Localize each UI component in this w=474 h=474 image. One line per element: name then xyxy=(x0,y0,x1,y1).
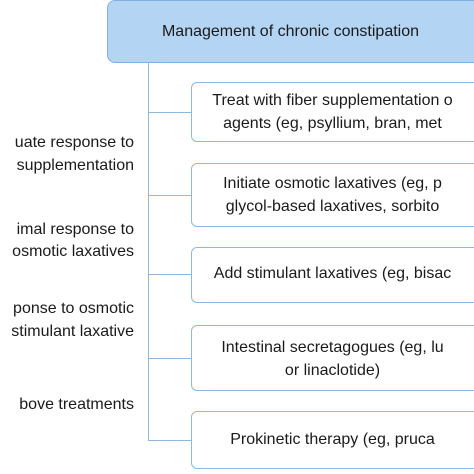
step-box-3 xyxy=(191,247,474,303)
step-1-line-1: Treat with fiber supplementation o xyxy=(212,92,453,109)
step-3-line-1: Add stimulant laxatives (eg, bisac xyxy=(213,265,452,282)
header-title: Management of chronic constipation xyxy=(161,23,420,40)
step-box-1 xyxy=(191,82,474,142)
step-box-4 xyxy=(191,325,474,391)
step-1-line-2: agents (eg, psyllium, bran, met xyxy=(223,115,442,132)
trunk-line xyxy=(148,63,149,440)
branch-line-5 xyxy=(148,440,191,441)
branch-line-2 xyxy=(148,195,191,196)
step-box-5 xyxy=(191,411,474,469)
step-4-line-2: or linaclotide) xyxy=(284,362,381,379)
step-2-line-1: Initiate osmotic laxatives (eg, p xyxy=(223,175,442,192)
condition-1-line-2: supplementation xyxy=(16,157,134,174)
condition-2-line-2: osmotic laxatives xyxy=(12,243,134,260)
header-box xyxy=(107,0,474,63)
condition-3-line-1: ponse to osmotic xyxy=(13,300,134,317)
step-5-line-1: Prokinetic therapy (eg, pruca xyxy=(230,431,435,448)
step-4-line-1: Intestinal secretagogues (eg, lu xyxy=(221,339,444,356)
step-box-2 xyxy=(191,163,474,227)
branch-line-1 xyxy=(148,112,191,113)
condition-3-line-2: stimulant laxative xyxy=(11,323,134,340)
step-2-line-2: glycol-based laxatives, sorbito xyxy=(225,198,440,215)
condition-4-line-1: bove treatments xyxy=(19,396,134,413)
branch-line-4 xyxy=(148,358,191,359)
branch-line-3 xyxy=(148,274,191,275)
condition-1-line-1: uate response to xyxy=(14,134,134,151)
condition-2-line-1: imal response to xyxy=(16,221,134,238)
